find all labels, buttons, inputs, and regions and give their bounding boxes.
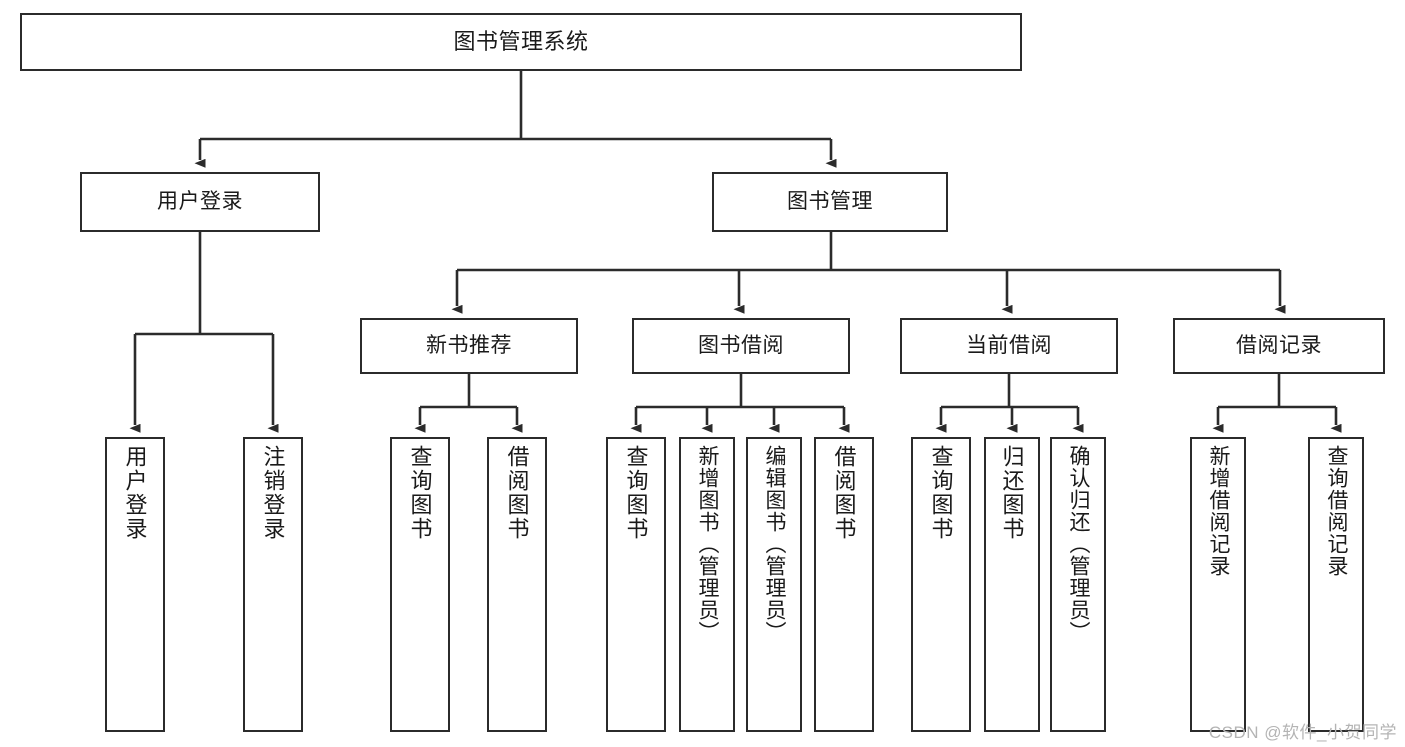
leaf-confirm-return-admin[interactable]: 确认归还（管理员） bbox=[1050, 437, 1106, 732]
node-borrow-record[interactable]: 借阅记录 bbox=[1173, 318, 1385, 374]
node-user-login[interactable]: 用户登录 bbox=[80, 172, 320, 232]
leaf-add-book-admin[interactable]: 新增图书（管理员） bbox=[679, 437, 735, 732]
node-root[interactable]: 图书管理系统 bbox=[20, 13, 1022, 71]
node-current-borrow-label: 当前借阅 bbox=[966, 333, 1052, 357]
node-root-label: 图书管理系统 bbox=[453, 29, 589, 55]
leaf-label: 新增图书（管理员） bbox=[696, 445, 720, 643]
leaf-borrow-book[interactable]: 借阅图书 bbox=[814, 437, 874, 732]
leaf-return-book[interactable]: 归还图书 bbox=[984, 437, 1040, 732]
leaf-edit-book-admin[interactable]: 编辑图书（管理员） bbox=[746, 437, 802, 732]
leaf-label: 归还图书 bbox=[999, 445, 1025, 541]
leaf-add-borrow-record[interactable]: 新增借阅记录 bbox=[1190, 437, 1246, 732]
leaf-borrow-book-recommend[interactable]: 借阅图书 bbox=[487, 437, 547, 732]
leaf-logout[interactable]: 注销登录 bbox=[243, 437, 303, 732]
leaf-label: 查询图书 bbox=[928, 445, 954, 541]
leaf-query-book-recommend[interactable]: 查询图书 bbox=[390, 437, 450, 732]
csdn-watermark: CSDN @软件_小贺同学 bbox=[1208, 723, 1397, 742]
node-new-book-recommend-label: 新书推荐 bbox=[426, 333, 512, 357]
node-current-borrow[interactable]: 当前借阅 bbox=[900, 318, 1118, 374]
leaf-user-login[interactable]: 用户登录 bbox=[105, 437, 165, 732]
node-book-borrow-label: 图书借阅 bbox=[698, 333, 784, 357]
node-user-login-label: 用户登录 bbox=[157, 189, 243, 213]
leaf-query-book-borrow[interactable]: 查询图书 bbox=[606, 437, 666, 732]
node-book-management-label: 图书管理 bbox=[787, 189, 873, 213]
node-borrow-record-label: 借阅记录 bbox=[1236, 333, 1322, 357]
leaf-label: 确认归还（管理员） bbox=[1067, 445, 1091, 643]
leaf-query-book-current[interactable]: 查询图书 bbox=[911, 437, 971, 732]
leaf-query-borrow-record[interactable]: 查询借阅记录 bbox=[1308, 437, 1364, 732]
node-book-borrow[interactable]: 图书借阅 bbox=[632, 318, 850, 374]
leaf-label: 编辑图书（管理员） bbox=[763, 445, 787, 643]
leaf-label: 新增借阅记录 bbox=[1207, 445, 1231, 577]
leaf-label: 注销登录 bbox=[260, 445, 286, 541]
leaf-label: 查询图书 bbox=[407, 445, 433, 541]
leaf-label: 用户登录 bbox=[122, 445, 148, 541]
leaf-label: 查询借阅记录 bbox=[1325, 445, 1349, 577]
node-book-management[interactable]: 图书管理 bbox=[712, 172, 948, 232]
leaf-label: 借阅图书 bbox=[504, 445, 530, 541]
leaf-label: 借阅图书 bbox=[831, 445, 857, 541]
node-new-book-recommend[interactable]: 新书推荐 bbox=[360, 318, 578, 374]
leaf-label: 查询图书 bbox=[623, 445, 649, 541]
